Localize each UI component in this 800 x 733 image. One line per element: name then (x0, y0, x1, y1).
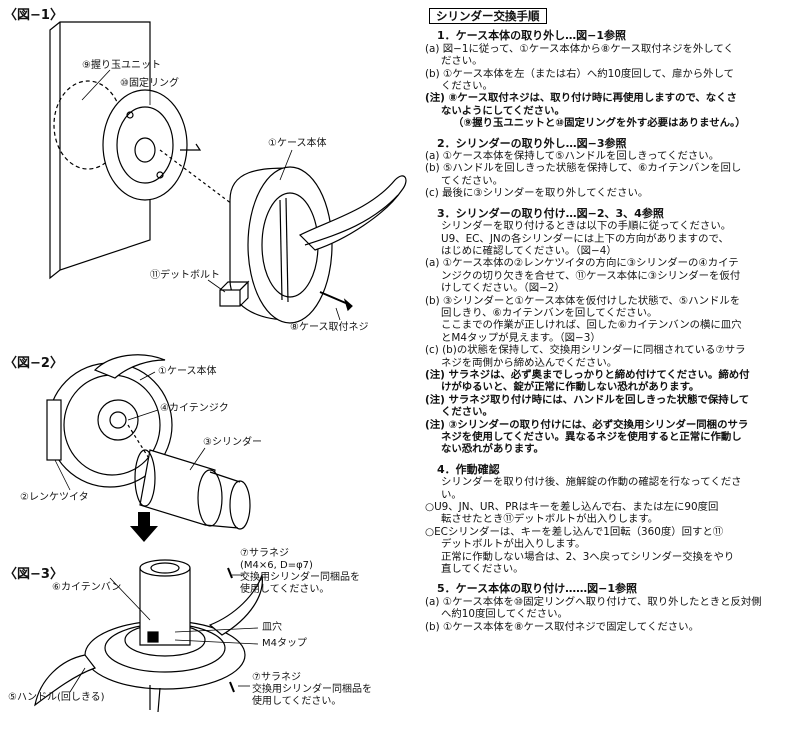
section-line: (a) 図−1に従って、①ケース本体から⑧ケース取付ネジを外してく (425, 42, 734, 55)
section-line: ない恐れがあります。 (441, 443, 544, 456)
fig1-label-fixing-ring: ⑩固定リング (120, 78, 179, 89)
procedure-title: シリンダー交換手順 (429, 8, 547, 25)
section-line: 転させたとき⑪デットボルトが出入りします。 (441, 513, 659, 526)
section-line: (b) ①ケース本体を左（または右）へ約10度回して、扉から外して (425, 67, 735, 80)
fig3-sara-top-line1: ⑦サラネジ (240, 548, 289, 559)
fig3-label-handle: ⑤ハンドル(回しきる) (8, 692, 105, 703)
fig1-label-grip-unit: ⑨握り玉ユニット (82, 60, 161, 71)
section-line: ないようにしてください。 (441, 104, 565, 117)
section-line: ださい。 (441, 55, 483, 68)
section-line: (a) ①ケース本体を保持して⑤ハンドルを回しきってください。 (425, 150, 720, 163)
section-line: ○U9、JN、UR、PRはキーを差し込んで右、または左に90度回 (425, 501, 719, 514)
section-line: (注) ⑧ケース取付ネジは、取り付け時に再使用しますので、なくさ (425, 92, 737, 105)
section-line: シリンダーを取り付け後、施解錠の作動の確認を行なってくださ (441, 476, 742, 489)
fig3-sara-top-line2: (M4×6, D=φ7) (240, 560, 313, 571)
procedure-section-4: 4．作動確認シリンダーを取り付け後、施解錠の作動の確認を行なってください。○U9… (425, 462, 795, 576)
section-line: てください。 (441, 174, 504, 187)
fig3-label-sara-hole: 皿穴 (262, 622, 282, 633)
fig3-sara-bot-line1: ⑦サラネジ (252, 672, 301, 683)
figures-panel: 〈図−1〉 ⑨握り玉ユニット ⑩固定リング ①ケース本体 ⑪デットボルト ⑧ケー… (4, 8, 407, 713)
section-line: デットボルトが出入りします。 (441, 538, 586, 551)
section-line: ください。 (441, 80, 493, 93)
section-line: はじめに確認してください。（図−4） (441, 244, 617, 257)
section-line: ネジを使用してください。異なるネジを使用すると正常に作動し (441, 431, 742, 443)
fig3-label-kaiten-ban: ⑥カイテンバン (52, 582, 122, 593)
figure-drawings (34, 21, 407, 713)
section-line: (a) ①ケース本体を⑩固定リングへ取り付けて、取り外したときと反対側 (425, 595, 762, 608)
procedure-section-1: 1．ケース本体の取り外し…図−1参照(a) 図−1に従って、①ケース本体から⑧ケ… (425, 29, 795, 130)
procedure-section-2: 2．シリンダーの取り外し…図−3参照(a) ①ケース本体を保持して⑤ハンドルを回… (425, 136, 795, 200)
section-line: ネジを両側から締め込んでください。 (441, 356, 618, 369)
section-line: (b) ⑤ハンドルを回しきった状態を保持して、⑥カイテンバンを回し (425, 162, 742, 175)
section-line: ンジクの切り欠きを合せて、⑪ケース本体に③シリンダーを仮付 (441, 269, 741, 282)
section-line: ください。 (441, 406, 493, 419)
fig3-label-sara-screw-bottom: ⑦サラネジ 交換用シリンダー同梱品を 使用してください。 (252, 672, 372, 708)
section-line: U9、EC、JNの各シリンダーには上下の方向がありますので、 (441, 232, 729, 245)
section-line: 正常に作動しない場合は、2、3へ戻ってシリンダー交換をやり (441, 550, 735, 563)
section-line: (注) サラネジは、必ず奥までしっかりと締め付けてください。締め付 (425, 368, 750, 381)
fig3-title: 〈図−3〉 (4, 567, 63, 582)
fig2-label-cylinder: ③シリンダー (203, 437, 262, 448)
section-line: (b) ①ケース本体を⑧ケース取付ネジで固定してください。 (425, 620, 699, 633)
fig1-label-case-screw: ⑧ケース取付ネジ (290, 322, 369, 333)
section-heading: 3．シリンダーの取り付け…図−2、3、4参照 (437, 206, 664, 220)
section-line: けがゆるいと、錠が正常に作動しない恐れがあります。 (441, 381, 700, 394)
fig2-label-case-body: ①ケース本体 (158, 366, 217, 377)
fig2-title: 〈図−2〉 (4, 356, 63, 371)
section-line: (c) 最後に③シリンダーを取り外してください。 (425, 187, 649, 200)
section-line: けしてください。（図−2） (441, 282, 565, 295)
fig3-sara-bot-line2: 交換用シリンダー同梱品を (252, 684, 372, 695)
fig1-drawing (49, 21, 407, 324)
procedure-section-3: 3．シリンダーの取り付け…図−2、3、4参照シリンダーを取り付けるときは以下の手… (425, 206, 795, 456)
fig3-sara-top-line3: 交換用シリンダー同梱品を (240, 572, 360, 583)
section-line: ここまでの作業が正しければ、回した⑥カイテンバンの横に皿穴 (441, 319, 742, 332)
section-line: ○ECシリンダーは、キーを差し込んで1回転（360度）回すと⑪ (425, 525, 724, 538)
section-line: (c) (b)の状態を保持して、交換用シリンダーに同梱されている⑦サラ (425, 344, 746, 357)
procedure-panel: シリンダー交換手順 1．ケース本体の取り外し…図−1参照(a) 図−1に従って、… (425, 8, 795, 633)
fig3-sara-top-line4: 使用してください。 (240, 584, 330, 595)
fig1-label-dead-bolt: ⑪デットボルト (150, 270, 220, 281)
section-line: (注) ③シリンダーの取り付けには、必ず交換用シリンダー同梱のサラ (425, 418, 749, 431)
procedure-sections: 1．ケース本体の取り外し…図−1参照(a) 図−1に従って、①ケース本体から⑧ケ… (425, 29, 795, 633)
section-line: (a) ①ケース本体の②レンケツイタの方向に③シリンダーの④カイテ (425, 257, 739, 270)
procedure-section-5: 5．ケース本体の取り付け……図−1参照(a) ①ケース本体を⑩固定リングへ取り付… (425, 583, 795, 633)
section-heading: 5．ケース本体の取り付け……図−1参照 (437, 582, 637, 596)
down-arrow-icon (130, 512, 158, 542)
section-line: 回しきり、⑥カイテンバンを回してください。 (441, 306, 658, 319)
fig2-label-renke-tsuita: ②レンケツイタ (20, 492, 89, 503)
fig3-label-sara-screw-top: ⑦サラネジ (M4×6, D=φ7) 交換用シリンダー同梱品を 使用してください… (240, 548, 360, 596)
fig2-label-kaiten-jiku: ④カイテンジク (160, 403, 229, 414)
section-line: へ約10度回してください。 (441, 608, 568, 621)
section-line: (注) サラネジ取り付け時には、ハンドルを回しきった状態で保持して (425, 393, 750, 406)
fig3-sara-bot-line3: 使用してください。 (252, 696, 342, 707)
section-line: シリンダーを取り付けるときは以下の手順に従ってください。 (441, 220, 732, 233)
section-line: とM4タップが見えます。（図−3） (441, 331, 601, 344)
fig1-title: 〈図−1〉 (4, 8, 63, 23)
section-heading: 1．ケース本体の取り外し…図−1参照 (437, 29, 626, 43)
fig3-drawing (34, 559, 263, 713)
section-heading: 4．作動確認 (437, 462, 500, 476)
fig3-label-m4-tap: M4タップ (262, 638, 307, 649)
section-line: い。 (441, 488, 462, 501)
fig2-drawing (46, 354, 251, 530)
section-line: 直してください。 (441, 563, 524, 576)
section-line: (b) ③シリンダーと①ケース本体を仮付けした状態で、⑤ハンドルを (425, 294, 741, 307)
section-line: （⑨握り玉ユニットと⑩固定リングを外す必要はありません。） (453, 117, 746, 130)
section-heading: 2．シリンダーの取り外し…図−3参照 (437, 136, 627, 150)
fig1-label-case-body: ①ケース本体 (268, 138, 327, 149)
